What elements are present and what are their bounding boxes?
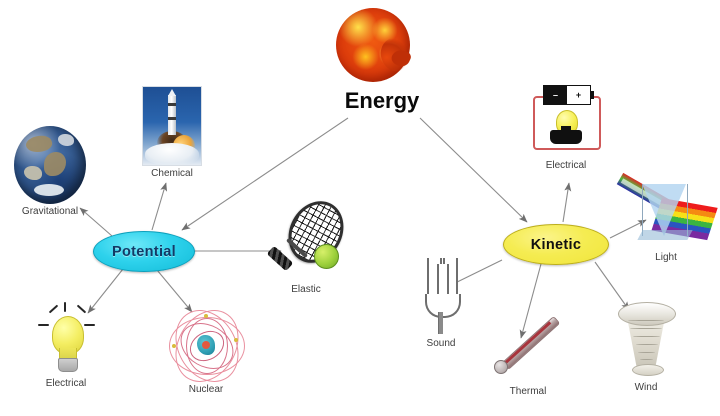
battery-icon: – + xyxy=(543,85,594,105)
node-electrical-potential[interactable]: Electrical xyxy=(20,302,112,389)
edge-potential-chemical xyxy=(151,182,168,231)
node-kinetic-label: Kinetic xyxy=(530,236,582,253)
node-nuclear-label: Nuclear xyxy=(188,384,224,395)
edge-energy-kinetic xyxy=(419,117,528,223)
thermometer-icon xyxy=(488,308,568,384)
node-chemical-label: Chemical xyxy=(151,168,193,179)
sun-icon xyxy=(336,8,413,82)
node-sound-label: Sound xyxy=(426,338,456,349)
node-elastic-label: Elastic xyxy=(291,284,321,295)
earth-icon xyxy=(14,126,86,204)
node-wind-label: Wind xyxy=(634,382,658,393)
battery-negative-terminal: – xyxy=(544,86,567,104)
node-wind[interactable]: Wind xyxy=(598,300,694,393)
node-electrical-kinetic-label: Electrical xyxy=(545,160,587,171)
node-kinetic[interactable]: Kinetic xyxy=(503,224,609,265)
node-sound[interactable]: Sound xyxy=(400,256,482,349)
tornado-icon xyxy=(608,300,684,380)
node-thermal-label: Thermal xyxy=(509,386,547,397)
circuit-icon: – + xyxy=(523,80,609,158)
edge-potential-nuclear xyxy=(156,269,193,313)
node-potential[interactable]: Potential xyxy=(93,231,195,272)
node-light-label: Light xyxy=(655,252,677,263)
node-energy[interactable] xyxy=(334,8,430,82)
battery-positive-terminal: + xyxy=(567,86,590,104)
rocket-icon xyxy=(142,86,202,166)
tuning-fork-icon xyxy=(413,256,469,336)
node-elastic[interactable]: Elastic xyxy=(260,191,354,295)
lightbulb-icon xyxy=(30,302,102,376)
prism-icon xyxy=(616,168,718,250)
node-light[interactable]: Light xyxy=(614,168,718,263)
node-gravitational-label: Gravitational xyxy=(21,206,79,217)
node-gravitational[interactable]: Gravitational xyxy=(2,126,98,217)
node-electrical-potential-label: Electrical xyxy=(45,378,87,389)
node-electrical-kinetic[interactable]: – + Electrical xyxy=(520,80,612,171)
node-chemical[interactable]: Chemical xyxy=(136,86,208,179)
node-energy-label: Energy xyxy=(344,88,420,113)
node-potential-label: Potential xyxy=(112,243,176,260)
node-thermal[interactable]: Thermal xyxy=(480,308,576,397)
node-nuclear[interactable]: Nuclear xyxy=(160,298,252,395)
edge-kinetic-electrical xyxy=(562,182,572,223)
tennis-racket-icon xyxy=(264,191,354,282)
atom-icon xyxy=(162,298,252,394)
